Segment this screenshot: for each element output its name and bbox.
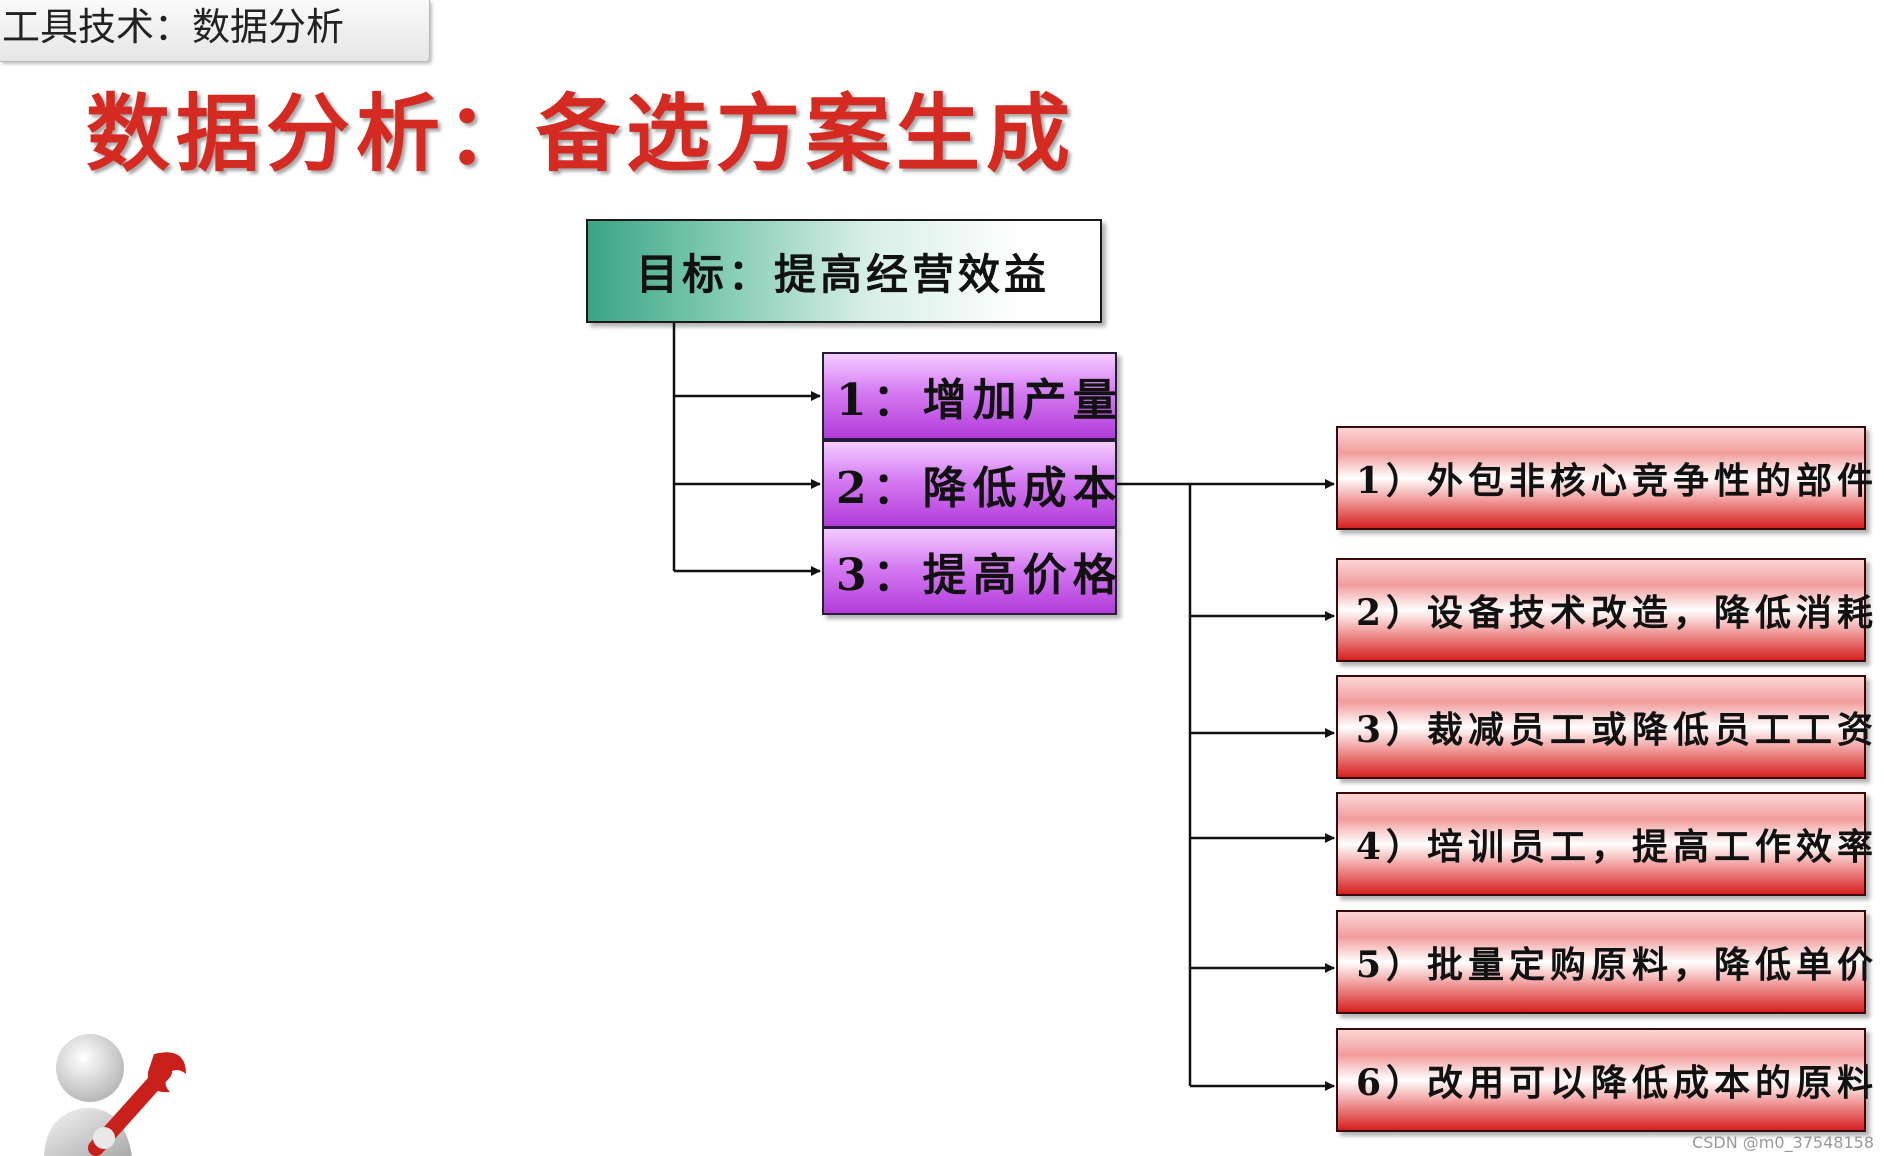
tab-label[interactable]: 工具技术：数据分析 [0, 0, 430, 62]
goal-node: 目标：提高经营效益 [586, 219, 1102, 323]
option-node-equipment-upgrade: 2）设备技术改造，降低消耗 [1336, 558, 1873, 662]
option-node-staff-cuts: 3）裁减员工或降低员工工资 [1336, 675, 1873, 779]
option-node-training: 4）培训员工，提高工作效率 [1336, 792, 1873, 896]
option-node-outsource: 1）外包非核心竞争性的部件 [1336, 426, 1873, 530]
option-node-cheaper-material: 6）改用可以降低成本的原料 [1336, 1028, 1873, 1132]
strategy-node-increase-output: 1：增加产量 [822, 352, 1117, 440]
strategy-node-raise-price: 3：提高价格 [822, 527, 1117, 615]
option-node-bulk-purchase: 5）批量定购原料，降低单价 [1336, 910, 1873, 1014]
person-with-wrench-icon [44, 1034, 186, 1156]
page-title: 数据分析：备选方案生成 [86, 84, 1077, 183]
strategy-node-reduce-cost: 2：降低成本 [822, 440, 1117, 528]
watermark: CSDN @m0_37548158 [1692, 1133, 1874, 1152]
